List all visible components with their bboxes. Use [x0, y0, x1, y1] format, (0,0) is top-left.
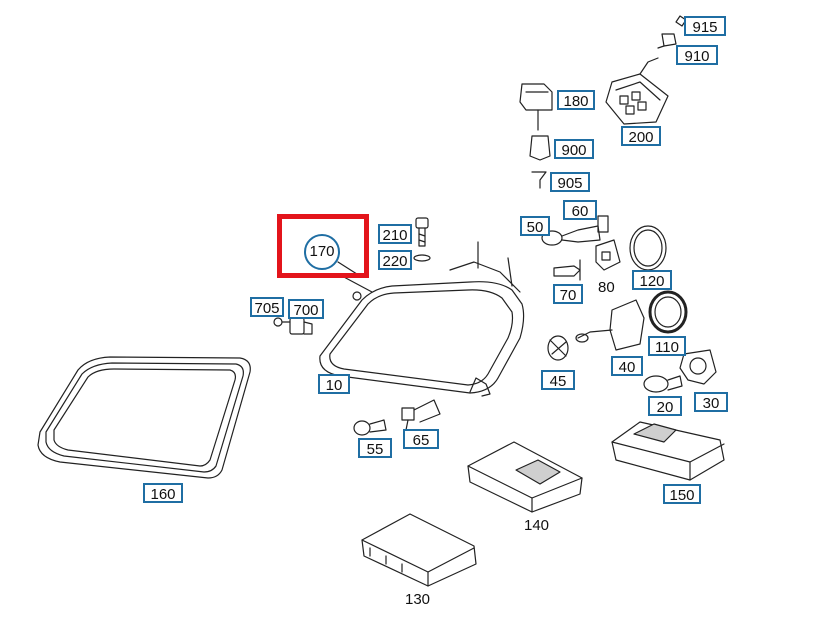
part-70-bulb: [553, 259, 581, 281]
part-45-ignitor: [547, 335, 569, 361]
callout-65[interactable]: 65: [403, 429, 439, 449]
part-210-220-bolt: [413, 217, 431, 262]
label-130: 130: [405, 591, 431, 608]
highlight-box-170: [277, 214, 369, 278]
callout-180[interactable]: 180: [557, 90, 595, 110]
callout-120[interactable]: 120: [632, 270, 672, 290]
part-20-bulb: [643, 375, 683, 393]
callout-905[interactable]: 905: [550, 172, 590, 192]
callout-70[interactable]: 70: [553, 284, 583, 304]
part-140-control-unit: [467, 441, 583, 513]
part-130-control-unit: [361, 513, 477, 587]
part-200-connector: [605, 57, 669, 125]
callout-150[interactable]: 150: [663, 484, 701, 504]
callout-160[interactable]: 160: [143, 483, 183, 503]
part-160-lens-frame: [37, 356, 251, 479]
callout-10[interactable]: 10: [318, 374, 350, 394]
part-120-gasket: [629, 225, 667, 271]
callout-210[interactable]: 210: [378, 224, 412, 244]
callout-700[interactable]: 700: [288, 299, 324, 319]
callout-40[interactable]: 40: [611, 356, 643, 376]
callout-900[interactable]: 900: [554, 139, 594, 159]
callout-170[interactable]: 170: [304, 234, 340, 270]
callout-220[interactable]: 220: [378, 250, 412, 270]
callout-55[interactable]: 55: [358, 438, 392, 458]
callout-110[interactable]: 110: [648, 336, 686, 356]
callout-30[interactable]: 30: [694, 392, 728, 412]
callout-50[interactable]: 50: [520, 216, 550, 236]
part-915-910: [657, 15, 687, 49]
part-50-60-bulbs: [541, 215, 609, 246]
part-110-cap: [648, 290, 688, 334]
callout-60[interactable]: 60: [563, 200, 597, 220]
callout-45[interactable]: 45: [541, 370, 575, 390]
label-80: 80: [598, 279, 615, 296]
callout-915[interactable]: 915: [684, 16, 726, 36]
part-40-burner: [575, 299, 645, 351]
part-150-control-unit: [611, 421, 725, 481]
part-55-65-bulbs: [353, 399, 441, 436]
part-30-socket: [679, 349, 717, 385]
callout-20[interactable]: 20: [648, 396, 682, 416]
callout-705[interactable]: 705: [250, 297, 284, 317]
label-140: 140: [524, 517, 550, 534]
part-180-connector: [519, 83, 553, 131]
callout-910[interactable]: 910: [676, 45, 718, 65]
callout-200[interactable]: 200: [621, 126, 661, 146]
part-80-socket: [595, 239, 621, 271]
part-900-905: [529, 135, 551, 189]
